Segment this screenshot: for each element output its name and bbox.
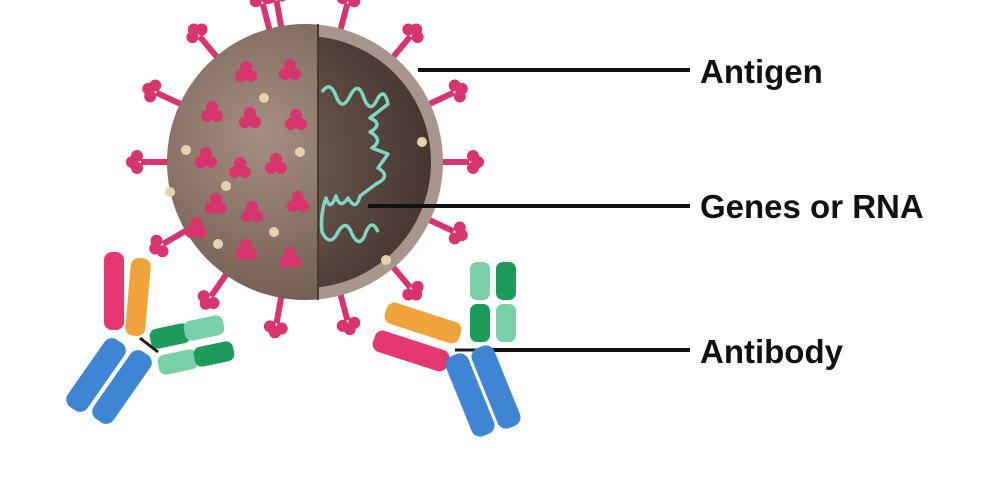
spike-head [453,90,466,103]
spike-head [336,319,349,332]
surface-spike-lobe [265,162,277,174]
spike-head [348,0,361,8]
surface-spike-lobe [290,109,302,121]
surface-spike-lobe [251,210,263,222]
surface-spike-lobe [244,107,256,119]
surface-spike-lobe [206,101,218,113]
surface-spike-lobe [195,156,207,168]
surface-spike-lobe [279,68,291,80]
surface-dot [165,187,175,197]
surface-spike-lobe [284,59,296,71]
surface-spike-lobe [241,210,253,222]
surface-spike-lobe [297,200,309,212]
surface-spike-lobe [239,116,251,128]
label-antigen: Antigen [700,53,823,90]
surface-dot [417,137,427,147]
surface-spike-lobe [210,193,222,205]
surface-spike-lobe [239,166,251,178]
spike-head [261,0,274,5]
surface-spike-lobe [235,70,247,82]
surface-dot [213,239,223,249]
surface-spike-lobe [292,191,304,203]
spike-head [467,162,479,174]
surface-dot [181,145,191,155]
antibody-right-icon [372,262,521,437]
surface-spike-lobe [284,247,296,259]
surface-spike-lobe [200,147,212,159]
label-antibody: Antibody [700,333,843,370]
surface-dot [381,255,391,265]
spike-head [249,0,262,8]
surface-dot [269,227,279,237]
surface-spike-lobe [270,153,282,165]
surface-spike-lobe [215,202,227,214]
surface-spike-lobe [235,248,247,260]
label-genes-or-rna: Genes or RNA [700,188,924,225]
surface-dot [259,93,269,103]
spike-head [263,320,276,333]
spike-head [402,288,415,301]
surface-spike-lobe [240,239,252,251]
spike-head [336,0,349,5]
surface-spike-lobe [190,217,202,229]
surface-spike-lobe [205,202,217,214]
surface-spike-lobe [234,157,246,169]
surface-spike-lobe [211,110,223,122]
surface-spike-lobe [289,256,301,268]
surface-spike-lobe [195,226,207,238]
spike-head [195,23,208,36]
surface-spike-lobe [246,201,258,213]
virus-surface-dots [165,93,427,265]
surface-dot [221,181,231,191]
spike-head [197,290,210,303]
surface-spike-lobe [245,248,257,260]
surface-dot [295,147,305,157]
surface-spike-lobe [285,118,297,130]
surface-spike-lobe [275,162,287,174]
spike-head [277,0,286,2]
spike-head [448,232,461,245]
spike-head [131,150,143,162]
virus-surface-spike-marks [185,59,309,268]
surface-spike-lobe [295,118,307,130]
rna-strand [319,85,390,244]
surface-spike-lobe [240,61,252,73]
surface-spike-lobe [249,116,261,128]
surface-spike-lobe [279,256,291,268]
surface-spike-lobe [289,68,301,80]
surface-spike-lobe [229,166,241,178]
spike-head [411,31,424,44]
surface-spike-lobe [185,226,197,238]
surface-spike-lobe [287,200,299,212]
surface-spike-lobe [201,110,213,122]
spike-head [150,234,163,247]
virus-spikes [126,0,484,339]
spike-head [149,79,162,92]
antibody-left-icon [66,252,235,424]
surface-spike-lobe [205,156,217,168]
surface-spike-lobe [245,70,257,82]
